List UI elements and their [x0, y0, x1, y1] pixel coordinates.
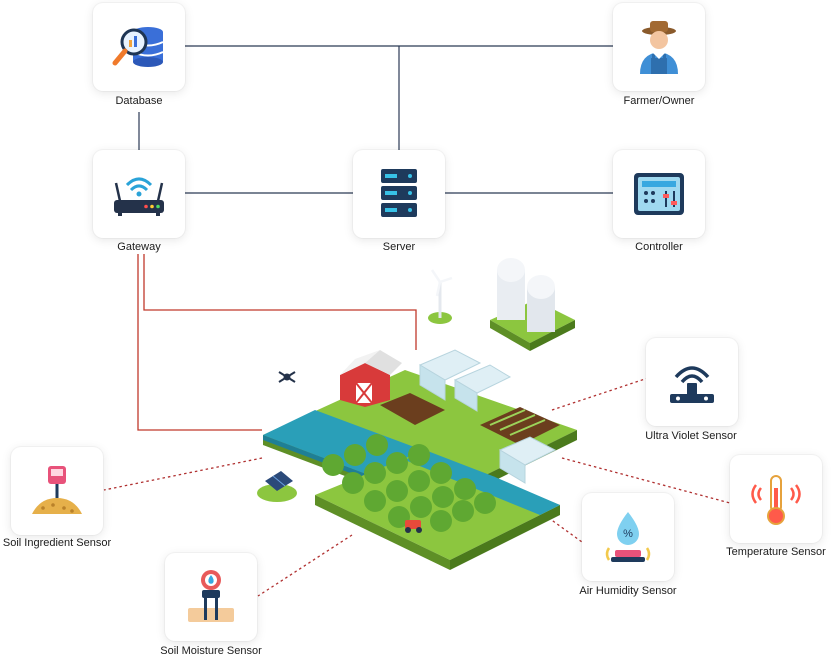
orchard-trees	[322, 434, 496, 532]
soil-probe-icon	[188, 570, 234, 622]
uv-sensor-link	[551, 377, 649, 411]
farmer-icon	[640, 21, 678, 74]
uv-sensor-node[interactable]	[646, 338, 738, 426]
air-humidity-sensor-label: Air Humidity Sensor	[579, 585, 677, 597]
soil-moisture-sensor-label: Soil Moisture Sensor	[160, 645, 262, 657]
router-icon	[114, 177, 164, 216]
wind-turbine-icon	[428, 269, 453, 324]
soil-moisture-link	[257, 534, 353, 597]
drone-icon	[278, 371, 296, 383]
thermometer-icon	[751, 475, 801, 525]
farmer-node[interactable]	[613, 3, 705, 91]
silo-platform	[490, 258, 575, 351]
greenhouse-icon	[418, 349, 557, 484]
temperature-sensor-label: Temperature Sensor	[726, 546, 826, 558]
svg-text:%: %	[623, 528, 633, 540]
gateway-farm-link-2	[137, 254, 262, 431]
uv-sensor-label: Ultra Violet Sensor	[645, 430, 737, 442]
solar-panel-icon	[257, 471, 297, 502]
uv-sensor-icon	[670, 366, 714, 403]
barn-icon	[340, 350, 402, 407]
gateway-label: Gateway	[117, 241, 161, 253]
soil-ph-meter-icon	[32, 466, 82, 514]
soil-moisture-sensor-node[interactable]	[165, 553, 257, 641]
database-icon	[112, 27, 164, 67]
control-panel-icon	[634, 173, 684, 215]
controller-label: Controller	[635, 241, 683, 253]
humidity-icon: %	[605, 512, 651, 562]
farmer-label: Farmer/Owner	[623, 95, 695, 107]
server-label: Server	[382, 241, 416, 253]
soil-ingredient-sensor-label: Soil Ingredient Sensor	[2, 537, 112, 549]
database-label: Database	[115, 95, 163, 107]
controller-node[interactable]	[613, 150, 705, 238]
crop-field	[380, 393, 560, 445]
temperature-sensor-node[interactable]	[730, 455, 822, 543]
air-humidity-sensor-node[interactable]: %	[582, 493, 674, 581]
server-node[interactable]	[353, 150, 445, 238]
gateway-node[interactable]	[93, 150, 185, 238]
gateway-farm-link-1	[143, 254, 417, 350]
humidity-sensor-link	[534, 507, 583, 543]
database-node[interactable]	[93, 3, 185, 91]
server-icon	[381, 169, 417, 217]
tractor-icon	[405, 520, 422, 533]
smart-farm-illustration	[257, 258, 577, 570]
soil-ingredient-link	[103, 457, 263, 491]
temperature-sensor-link	[561, 457, 731, 504]
soil-ingredient-sensor-node[interactable]	[11, 447, 103, 535]
